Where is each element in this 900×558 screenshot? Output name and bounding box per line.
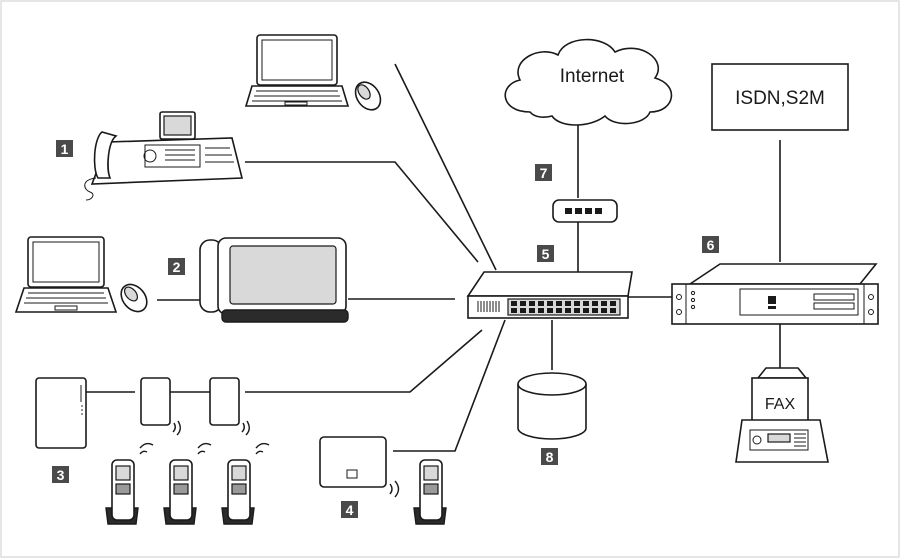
badge-7: 7 [535, 164, 552, 181]
network-switch-icon [466, 271, 633, 319]
desk-phone-icon [84, 111, 244, 201]
badge-6: 6 [702, 236, 719, 253]
badge-5-label: 5 [542, 246, 550, 262]
badge-5: 5 [537, 245, 554, 262]
badge-8-label: 8 [546, 449, 554, 465]
dect-repeater-icon [209, 377, 250, 436]
badge-2-label: 2 [173, 259, 181, 275]
isdn-box [711, 63, 849, 131]
fax-machine-icon [735, 367, 829, 463]
internet-cloud-icon [504, 38, 673, 126]
dect-handset-icon [163, 442, 212, 525]
badge-4-label: 4 [346, 502, 354, 518]
badge-1-label: 1 [61, 141, 69, 157]
fax-label: FAX [765, 396, 796, 413]
badge-8: 8 [541, 448, 558, 465]
connection-lines [86, 63, 781, 452]
badge-3: 3 [52, 466, 69, 483]
dect-small-base-icon [319, 436, 400, 498]
laptop-left-icon [14, 236, 118, 313]
dect-repeater-icon [140, 377, 181, 436]
wire-repeater2-switch [245, 329, 483, 393]
mouse-top-icon [354, 81, 382, 111]
wire-deskphone-switch [245, 161, 479, 263]
badge-2: 2 [168, 258, 185, 275]
badge-4: 4 [341, 501, 358, 518]
dect-handset-icon [413, 459, 447, 525]
badge-6-label: 6 [707, 237, 715, 253]
badge-1: 1 [56, 140, 73, 157]
laptop-top-icon [244, 34, 350, 107]
pbx-server-icon [671, 263, 879, 325]
storage-cylinder-icon [517, 372, 587, 440]
dect-base-station-icon [35, 377, 87, 449]
wire-laptop-top-switch [394, 63, 497, 271]
isdn-label: ISDN,S2M [735, 88, 825, 109]
mouse-left-icon [120, 283, 148, 313]
dect-handset-icon [221, 442, 270, 525]
badge-3-label: 3 [57, 467, 65, 483]
wire-base4-switch [393, 319, 506, 452]
router-icon [552, 199, 618, 223]
tablet-desk-phone-icon [199, 237, 349, 323]
badge-7-label: 7 [540, 165, 548, 181]
internet-label: Internet [560, 66, 625, 87]
dect-handset-icon [105, 442, 154, 525]
